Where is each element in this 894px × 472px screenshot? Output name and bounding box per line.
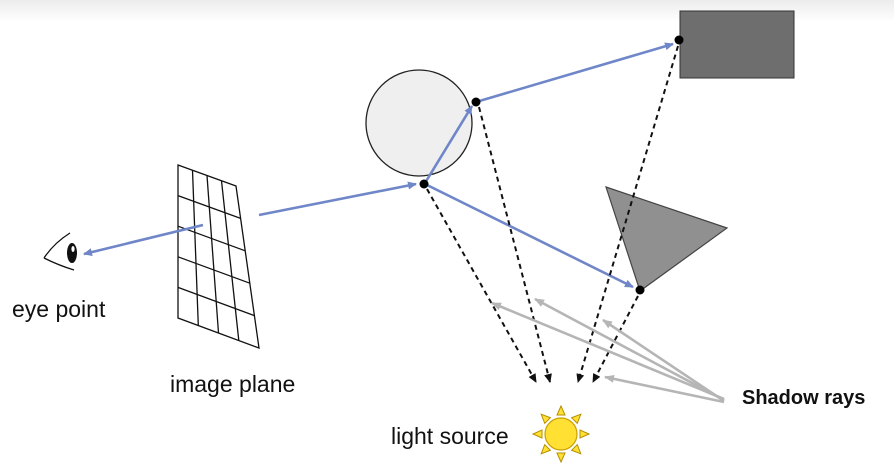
reflected-ray-to-rectangle bbox=[475, 42, 674, 104]
shadow-rays-label: Shadow rays bbox=[742, 387, 866, 409]
eye-point-label: eye point bbox=[12, 296, 106, 322]
sun-icon bbox=[531, 404, 591, 464]
hit-point bbox=[635, 285, 645, 295]
triangle-object bbox=[605, 186, 729, 292]
reflected-ray-up bbox=[423, 105, 474, 184]
dotted-shadow-rays bbox=[426, 45, 679, 383]
light-source-label: light source bbox=[391, 423, 509, 449]
primary-ray bbox=[83, 223, 204, 256]
shadow-rays-pointers bbox=[491, 297, 725, 404]
hit-point bbox=[419, 179, 429, 189]
traced-rays bbox=[83, 42, 674, 289]
eye-icon bbox=[43, 232, 77, 271]
hit-points bbox=[419, 35, 684, 295]
image-plane-label: image plane bbox=[170, 371, 296, 397]
primary-ray-to-sphere bbox=[258, 181, 417, 217]
refracted-ray-to-triangle bbox=[424, 182, 634, 289]
image-plane-grid bbox=[177, 164, 260, 349]
hit-point bbox=[674, 35, 684, 45]
rectangle-object bbox=[679, 10, 795, 79]
sphere bbox=[365, 69, 473, 177]
hit-point bbox=[471, 97, 481, 107]
